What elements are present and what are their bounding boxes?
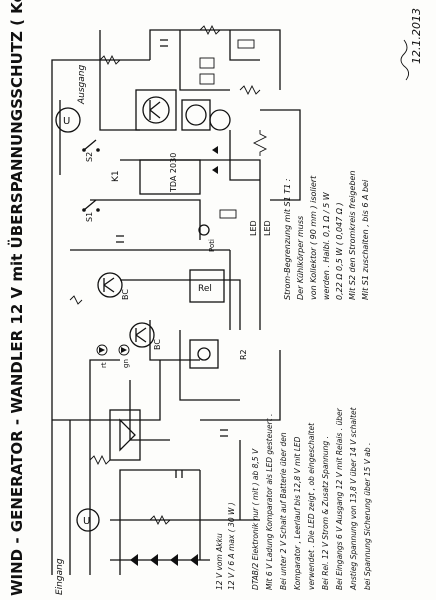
note-right-line-0: Strom-Begrenzung mit S1 T1 : [283, 178, 292, 300]
meter-u-label-1: U [63, 116, 70, 127]
meter-u-label-2: U [83, 516, 90, 527]
diagram-title: WIND - GENERATOR - WANDLER 12 V mit ÜBER… [7, 0, 26, 596]
power-transistor-block [135, 89, 211, 131]
note-bottom-line-3: Komparator , Leerlauf bis 12,8 V mit LED [293, 436, 302, 590]
ic-tda-label: TDA 2030 [169, 153, 178, 193]
note-right-line-4: 0,22 Ω 0,5 W ( 0,047 Ω ) [335, 202, 344, 300]
capacitors [116, 39, 228, 478]
bc-label-2: BC [153, 339, 162, 350]
note-bottom-line-6: Bei Eingangs 6 V Ausgang 12 V mit Relais… [335, 407, 344, 590]
led-red-label: rt [100, 362, 108, 368]
note-bottom-line-4: verwendet . Die LED zeigt , ob eingescha… [307, 422, 316, 590]
transistor-bc-1: BC [97, 272, 130, 300]
notes-right: Strom-Begrenzung mit S1 T1 : Der Kühlkörp… [283, 171, 370, 300]
relay-label: Rel [198, 284, 212, 294]
led-label-2: LED [263, 220, 272, 236]
switch-s2 [82, 139, 100, 152]
poti-label: Poti [208, 239, 216, 252]
note-bottom-line-7: Anstieg Spannung von 13,8 V über 14 V sc… [349, 406, 358, 591]
eingang-label: Eingang [55, 558, 65, 595]
note-right-line-6: Mit S1 zuschalten , bis 6 A bei [361, 179, 370, 300]
note-right-line-2: von Kollektor ( 90 mm ) isoliert [309, 175, 318, 300]
note-right-line-1: Der Kühlkörper muss [296, 216, 305, 300]
transistor-bc-2: BC [129, 322, 162, 350]
signature-mark [400, 39, 409, 81]
s1-label: S1 [85, 212, 94, 222]
notes-bottom: DTAB/2 Elektronik nur ( mit ) ab 8,5 V Mi… [251, 406, 372, 591]
note-right-line-5: Mit S2 den Stromkreis freigeben [348, 171, 357, 300]
ausgang-label: Ausgang [77, 65, 87, 105]
led-green [118, 344, 130, 356]
lower-ic [109, 409, 141, 461]
switch-s1 [82, 199, 100, 212]
r2-label: R2 [239, 349, 248, 360]
input-meter [76, 508, 100, 532]
note-bottom-line-0: DTAB/2 Elektronik nur ( mit ) ab 8,5 V [251, 448, 260, 590]
note-bottom-line-1: Mit 6 V Ladung Komparator als LED gesteu… [265, 414, 274, 590]
bc-label-1: BC [121, 289, 130, 300]
ic-tda: TDA 2030 [139, 153, 201, 195]
note-left-line-0: 12 V vom Akku [215, 533, 224, 590]
note-bottom-line-2: Bei unter 2 V Schalt auf Batterie über d… [279, 432, 288, 590]
diode-bridge [110, 554, 210, 566]
note-left-line-1: 12 V / 6 A max ( 30 W ) [227, 502, 236, 590]
note-right-line-3: werden . Halbl. 0,1 Ω / 5 W [322, 191, 331, 300]
signature-date: 12.1.2013 [410, 8, 423, 64]
k1-label: K1 [111, 170, 121, 182]
relay: Rel [189, 269, 225, 303]
s2-label: S2 [85, 152, 94, 162]
note-bottom-line-8: bei Spannung Sicherung über 15 V ab . [363, 443, 372, 590]
note-bottom-line-5: Bei Rel. 12 V Strom & Zusatz Spannung . [321, 436, 330, 590]
output-meter [55, 107, 81, 133]
led-label-1: LED [249, 220, 258, 236]
comparator-block [189, 339, 219, 369]
right-component-column [198, 39, 255, 236]
resistors [69, 24, 268, 526]
led-red [96, 344, 108, 356]
led-green-label: gn [122, 359, 130, 368]
